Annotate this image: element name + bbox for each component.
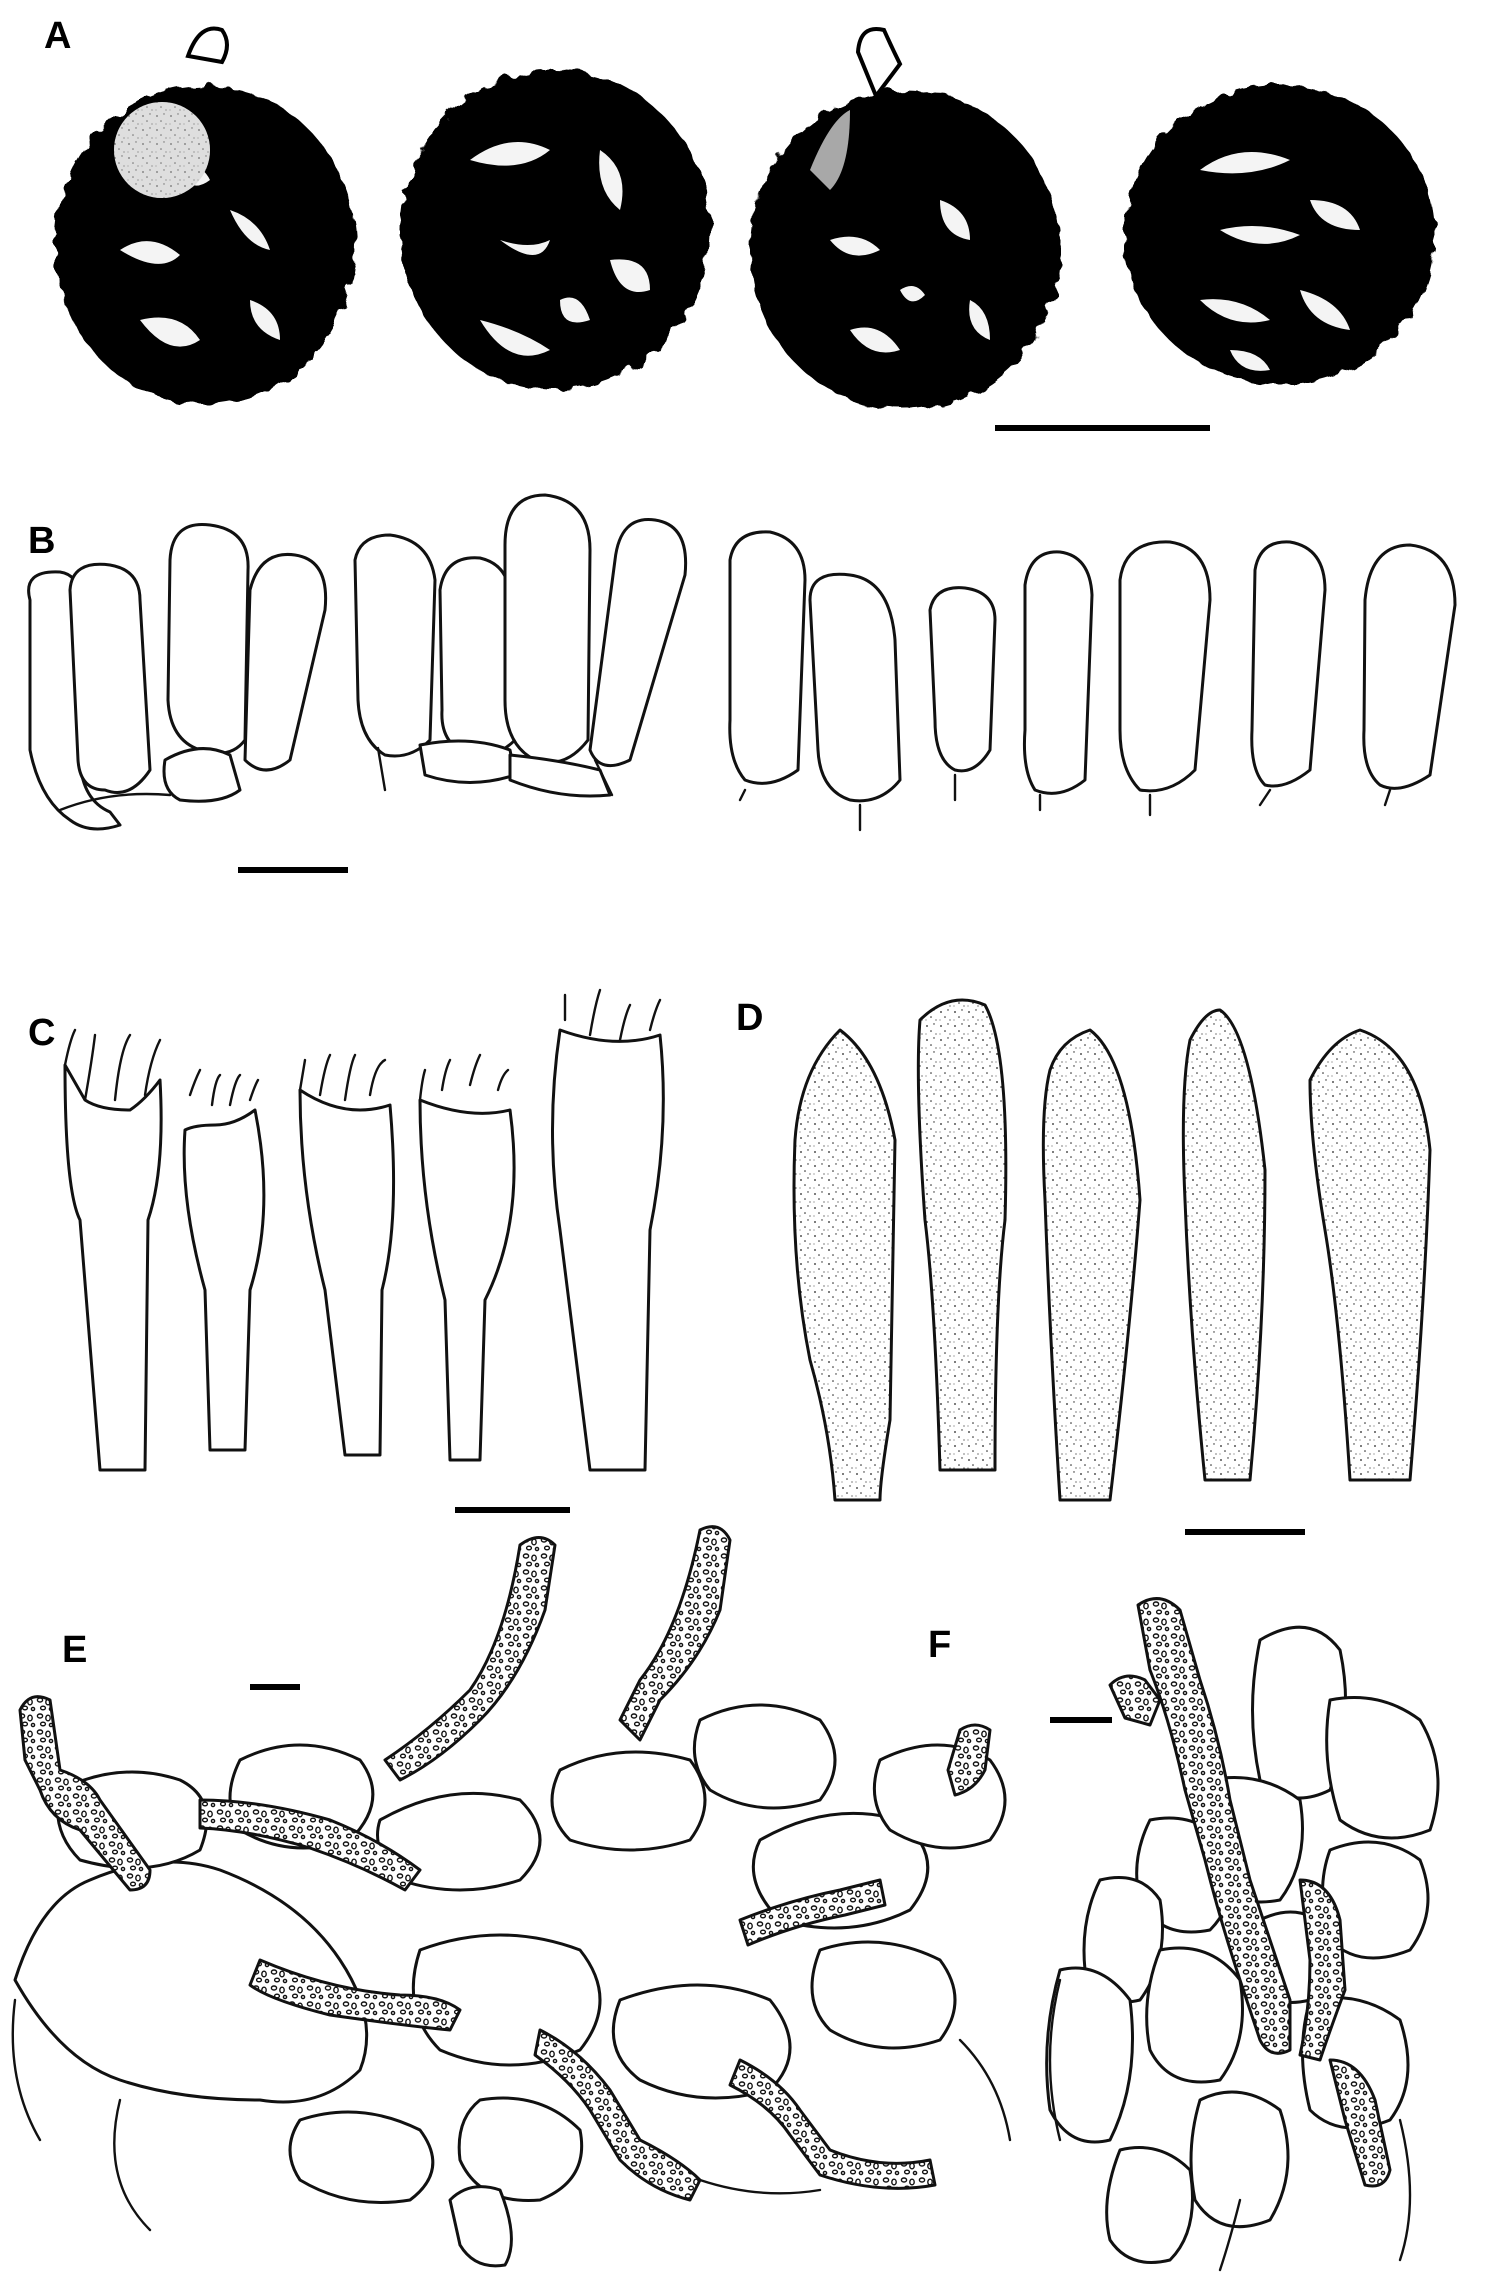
warted-hypha <box>198 1798 422 1892</box>
warted-hypha <box>533 2028 702 2202</box>
cystidium-5 <box>1308 1028 1432 1482</box>
cystidium-2 <box>916 998 1008 1472</box>
basidium-2 <box>182 1068 266 1452</box>
warted-hypha <box>1108 1674 1162 1727</box>
warted-hypha <box>248 1958 462 2032</box>
panel-e: E <box>11 1525 1012 2268</box>
basidium-1 <box>63 1028 163 1472</box>
warted-hypha <box>383 1536 557 1782</box>
spore-3 <box>750 27 1060 410</box>
warted-hypha <box>728 2058 937 2190</box>
panel-b: B <box>27 493 1457 873</box>
cystidium-3 <box>1041 1028 1142 1502</box>
spore-1 <box>55 26 355 405</box>
panel-a: A <box>44 15 1435 431</box>
hyphal-tissue-f <box>1045 1597 1440 2272</box>
warted-hypha <box>946 1723 992 1797</box>
panel-c: C <box>28 988 665 1513</box>
basidium-3 <box>298 1053 396 1457</box>
spore-2 <box>400 70 710 390</box>
cystidium-4 <box>1181 1008 1267 1482</box>
panel-e-label: E <box>62 1629 87 1671</box>
cell-cluster-2 <box>353 493 688 798</box>
warted-hypha <box>1136 1597 1292 2055</box>
cell-cluster-1 <box>27 522 328 831</box>
panel-a-label: A <box>44 15 71 57</box>
cystidium-1 <box>792 1028 897 1502</box>
warted-hypha <box>1328 2058 1392 2188</box>
warted-hypha <box>738 1878 887 1947</box>
panel-d: D <box>736 997 1432 1535</box>
warted-hypha <box>1298 1878 1347 2062</box>
basidium-4 <box>418 1053 516 1462</box>
basidium-5 <box>551 988 665 1472</box>
panel-c-label: C <box>28 1012 55 1054</box>
warted-hypha <box>618 1525 732 1742</box>
panel-b-label: B <box>28 520 55 562</box>
panel-f: F <box>928 1597 1440 2272</box>
panel-d-label: D <box>736 997 763 1039</box>
panel-f-label: F <box>928 1624 951 1666</box>
cell-row-3 <box>728 530 1457 832</box>
warted-hypha <box>18 1695 152 1892</box>
hyphal-tissue-e <box>11 1525 1012 2268</box>
spore-4 <box>1125 85 1435 385</box>
